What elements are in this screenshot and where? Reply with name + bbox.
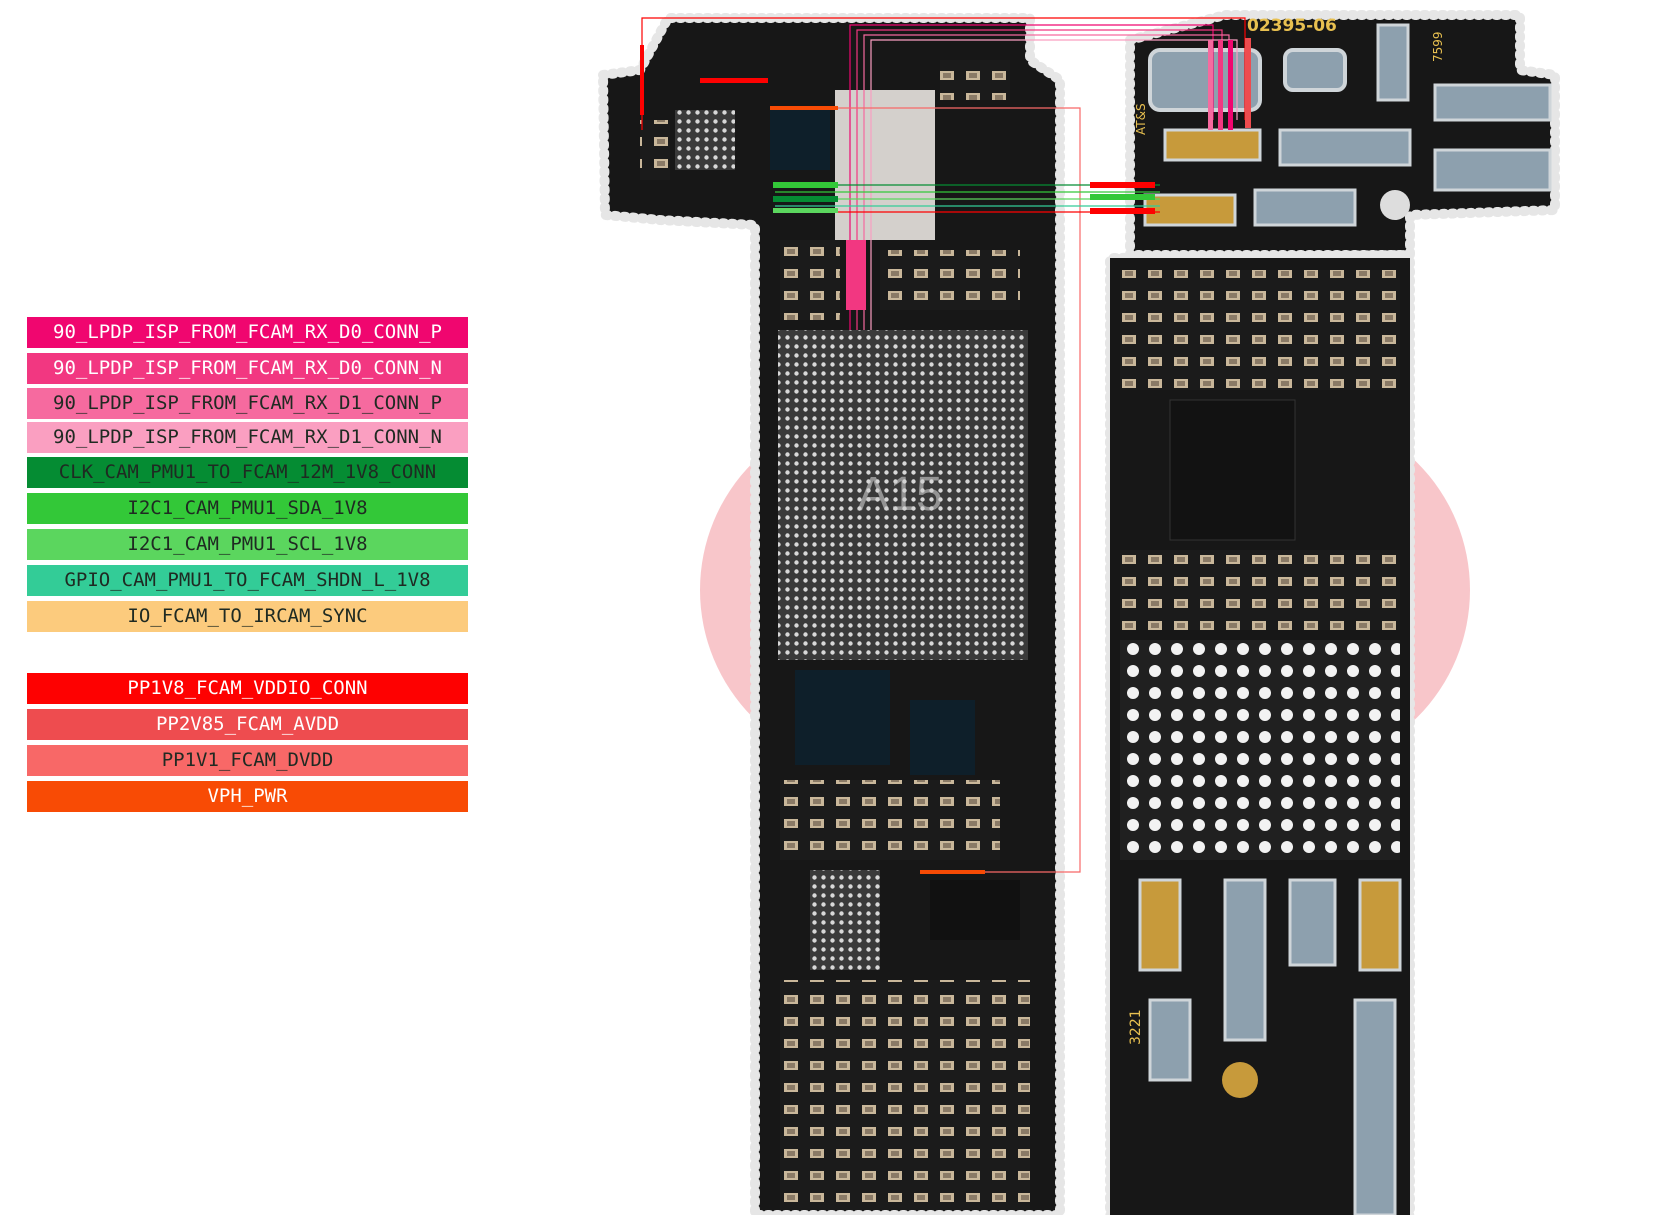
modem-chip: [1169, 399, 1296, 541]
board-code-label: 7599: [1431, 31, 1445, 62]
right-board: 02395-06 7599 AT&S 3221: [1105, 10, 1560, 1215]
part-number-label: 02395-06: [1247, 16, 1337, 36]
legend-item: PP1V1_FCAM_DVDD: [27, 745, 468, 776]
legend-item: 90_LPDP_ISP_FROM_FCAM_RX_D0_CONN_P: [27, 317, 468, 348]
legend-item: VPH_PWR: [27, 781, 468, 812]
legend-item: PP2V85_FCAM_AVDD: [27, 709, 468, 740]
board-code-bottom-label: 3221: [1128, 1009, 1144, 1045]
soc-label: A15: [857, 468, 942, 521]
connector: [1148, 48, 1262, 112]
net-highlights: [640, 38, 1251, 874]
legend-item: 90_LPDP_ISP_FROM_FCAM_RX_D1_CONN_N: [27, 422, 468, 453]
legend-item: I2C1_CAM_PMU1_SDA_1V8: [27, 493, 468, 524]
legend-item: 90_LPDP_ISP_FROM_FCAM_RX_D1_CONN_P: [27, 388, 468, 419]
legend-item: CLK_CAM_PMU1_TO_FCAM_12M_1V8_CONN: [27, 457, 468, 488]
legend-item: GPIO_CAM_PMU1_TO_FCAM_SHDN_L_1V8: [27, 565, 468, 596]
nand-bga: [1120, 640, 1400, 860]
shield-chip: [835, 90, 935, 240]
legend-item: 90_LPDP_ISP_FROM_FCAM_RX_D0_CONN_N: [27, 353, 468, 384]
maker-label: AT&S: [1134, 103, 1148, 135]
legend-item: PP1V8_FCAM_VDDIO_CONN: [27, 673, 468, 704]
soc-bga: [778, 330, 1028, 660]
legend-item: IO_FCAM_TO_IRCAM_SYNC: [27, 601, 468, 632]
legend-item: I2C1_CAM_PMU1_SCL_1V8: [27, 529, 468, 560]
left-board: A15: [597, 13, 1065, 1215]
